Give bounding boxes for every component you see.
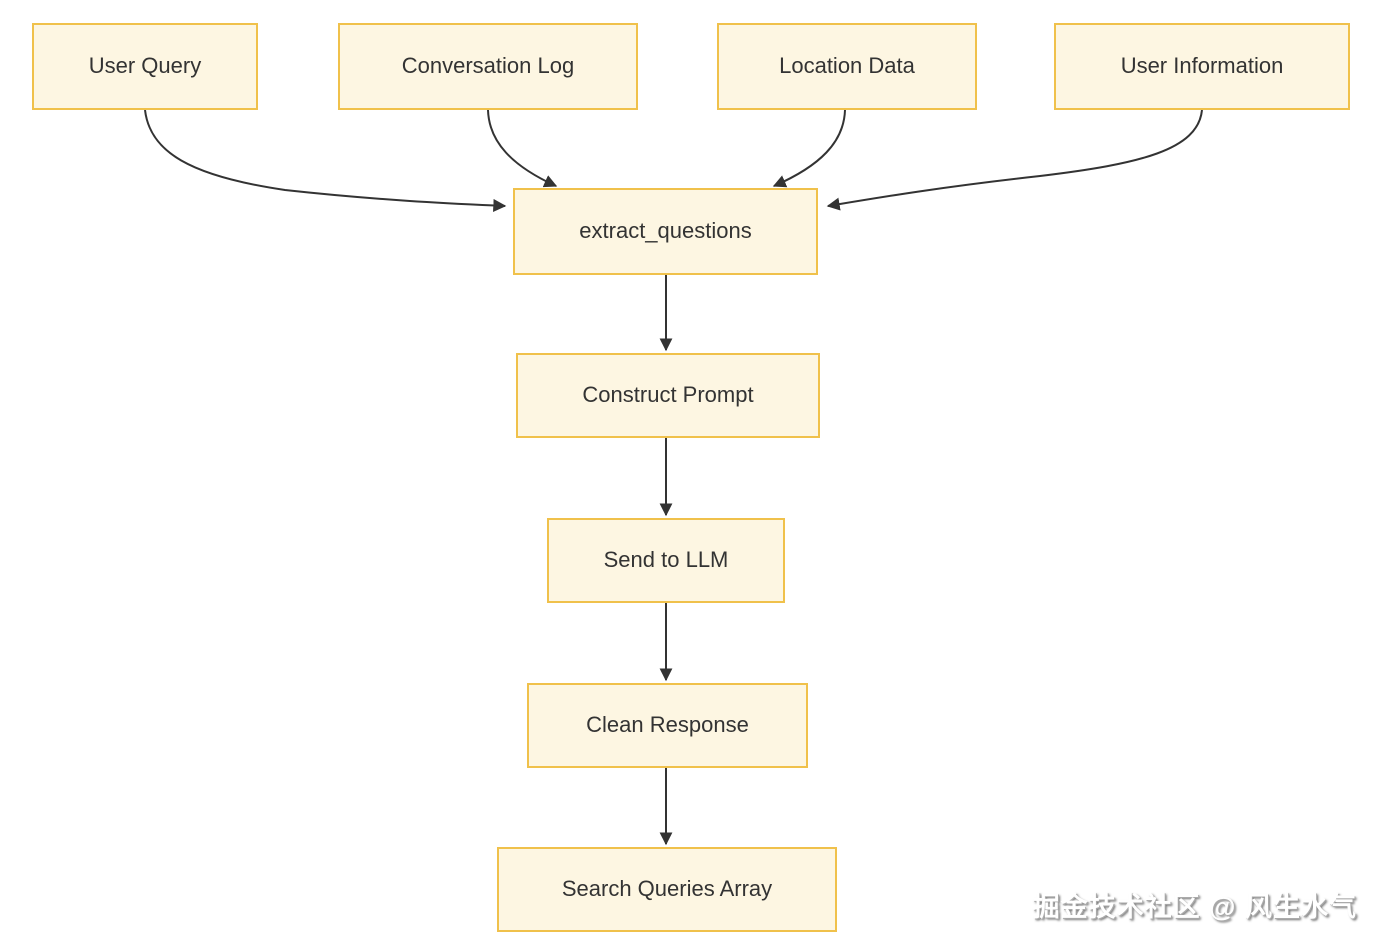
node-user-information-label: User Information (1120, 53, 1284, 79)
edge-user-information-to-extract-questions (826, 109, 1203, 211)
node-construct-prompt-label: Construct Prompt (582, 382, 754, 408)
node-conversation-log-label: Conversation Log (401, 53, 575, 79)
node-conversation-log: Conversation Log (338, 23, 638, 110)
node-extract-questions-label: extract_questions (579, 218, 752, 244)
node-construct-prompt: Construct Prompt (516, 353, 820, 438)
edge-conversation-log-to-extract-questions (487, 109, 558, 188)
node-search-queries-array: Search Queries Array (497, 847, 837, 932)
watermark: 掘金技术社区 @ 风生水气 (1032, 892, 1357, 922)
node-clean-response-label: Clean Response (586, 712, 749, 738)
node-user-query-label: User Query (88, 53, 202, 79)
edge-user-query-to-extract-questions (144, 109, 507, 212)
node-extract-questions: extract_questions (513, 188, 818, 275)
node-location-data-label: Location Data (779, 53, 915, 79)
edge-location-data-to-extract-questions (772, 109, 846, 188)
node-location-data: Location Data (717, 23, 977, 110)
node-user-query: User Query (32, 23, 258, 110)
node-clean-response: Clean Response (527, 683, 808, 768)
node-user-information: User Information (1054, 23, 1350, 110)
node-send-to-llm: Send to LLM (547, 518, 785, 603)
node-send-to-llm-label: Send to LLM (603, 547, 729, 573)
node-search-queries-array-label: Search Queries Array (561, 876, 773, 902)
